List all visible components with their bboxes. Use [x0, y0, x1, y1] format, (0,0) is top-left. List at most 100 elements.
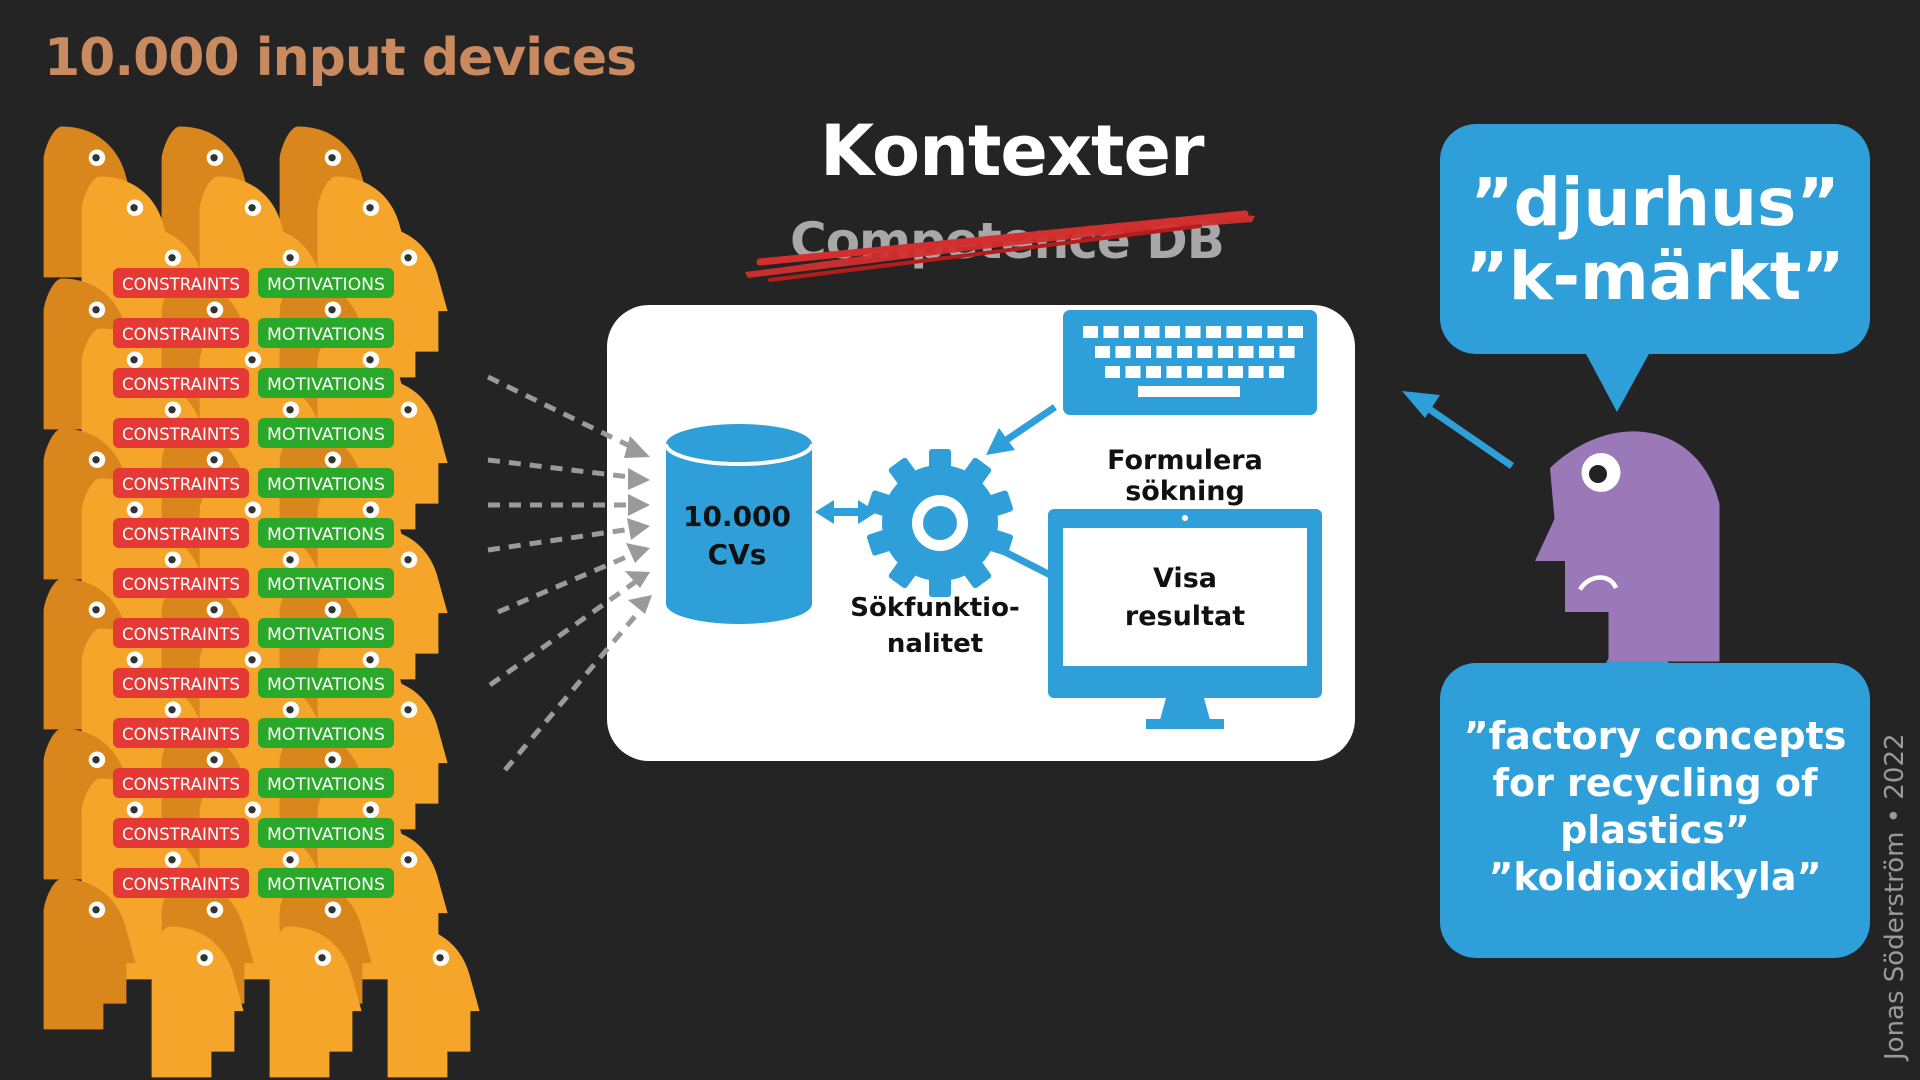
svg-text:CONSTRAINTS: CONSTRAINTS [122, 275, 240, 295]
person-head-icon [279, 578, 372, 730]
person-head-icon [317, 478, 410, 630]
person-head-icon [317, 328, 410, 480]
slide-title: 10.000 input devices [44, 28, 637, 88]
constraints-badge: CONSTRAINTS [113, 568, 249, 598]
svg-text:CONSTRAINTS: CONSTRAINTS [122, 875, 240, 895]
motivations-badge: MOTIVATIONS [258, 268, 394, 298]
show-results-label: Visa resultat [1110, 560, 1260, 636]
motivations-badge: MOTIVATIONS [258, 868, 394, 898]
svg-text:MOTIVATIONS: MOTIVATIONS [267, 475, 385, 495]
person-head-icon [119, 828, 212, 980]
person-head-icon [237, 226, 330, 378]
bubble-bottom-line1: ”factory concepts [1463, 714, 1847, 758]
svg-text:CONSTRAINTS: CONSTRAINTS [122, 425, 240, 445]
svg-text:MOTIVATIONS: MOTIVATIONS [267, 675, 385, 695]
motivations-badge: MOTIVATIONS [258, 718, 394, 748]
person-head-icon [43, 126, 136, 278]
person-head-icon [161, 728, 254, 880]
bubble-top-line1: ”djurhus” [1470, 164, 1840, 241]
person-head-icon [151, 926, 244, 1078]
person-head-icon [237, 528, 330, 680]
person-head-icon [119, 226, 212, 378]
svg-text:CONSTRAINTS: CONSTRAINTS [122, 325, 240, 345]
svg-text:CONSTRAINTS: CONSTRAINTS [122, 825, 240, 845]
motivations-badge: MOTIVATIONS [258, 668, 394, 698]
keyboard-to-gear-arrow [986, 404, 1057, 455]
search-function-line1: Sökfunktio- [850, 593, 1020, 623]
person-head-icon [43, 728, 136, 880]
search-function-label: Sökfunktio- nalitet [845, 590, 1025, 662]
speech-bubble-bottom: ”factory concepts for recycling of plast… [1440, 663, 1870, 958]
user-to-system-arrow [1402, 391, 1514, 469]
constraints-badge: CONSTRAINTS [113, 668, 249, 698]
motivations-badge: MOTIVATIONS [258, 318, 394, 348]
constraints-badge: CONSTRAINTS [113, 768, 249, 798]
svg-text:MOTIVATIONS: MOTIVATIONS [267, 425, 385, 445]
person-head-icon [317, 176, 410, 328]
svg-text:CONSTRAINTS: CONSTRAINTS [122, 775, 240, 795]
person-head-icon [161, 578, 254, 730]
person-head-icon [279, 428, 372, 580]
input-arrowheads [624, 436, 652, 614]
person-head-icon [279, 728, 372, 880]
constraints-badge: CONSTRAINTS [113, 868, 249, 898]
motivations-badge: MOTIVATIONS [258, 768, 394, 798]
db-search-double-arrow [815, 500, 877, 524]
person-head-icon [279, 278, 372, 430]
person-head-icon [119, 378, 212, 530]
motivations-badge: MOTIVATIONS [258, 368, 394, 398]
constraints-badge: CONSTRAINTS [113, 318, 249, 348]
input-arrows [486, 374, 644, 772]
database-label-line1: 10.000 [682, 500, 792, 533]
svg-text:MOTIVATIONS: MOTIVATIONS [267, 575, 385, 595]
top-bubble-tail [1585, 352, 1650, 412]
person-head-icon [1535, 431, 1720, 662]
motivations-badge: MOTIVATIONS [258, 518, 394, 548]
speech-bubble-top: ”djurhus” ”k-märkt” [1440, 124, 1870, 354]
constraints-badge: CONSTRAINTS [113, 268, 249, 298]
person-head-icon [355, 528, 448, 680]
person-head-icon [161, 126, 254, 278]
svg-text:CONSTRAINTS: CONSTRAINTS [122, 675, 240, 695]
svg-text:MOTIVATIONS: MOTIVATIONS [267, 625, 385, 645]
person-head-icon [43, 428, 136, 580]
person-head-icon [279, 126, 372, 278]
formulate-search-label: Formulera sökning [1107, 445, 1263, 507]
show-results-line2: resultat [1124, 601, 1246, 632]
person-head-icon [161, 878, 254, 1030]
bubble-bottom-line4: ”koldioxidkyla” [1488, 855, 1822, 899]
person-head-icon [119, 678, 212, 830]
search-function-line2: nalitet [886, 629, 984, 659]
svg-text:CONSTRAINTS: CONSTRAINTS [122, 475, 240, 495]
svg-text:CONSTRAINTS: CONSTRAINTS [122, 575, 240, 595]
svg-text:MOTIVATIONS: MOTIVATIONS [267, 875, 385, 895]
svg-text:MOTIVATIONS: MOTIVATIONS [267, 775, 385, 795]
person-head-icon [237, 678, 330, 830]
person-head-icon [43, 578, 136, 730]
person-head-icon [199, 778, 292, 930]
constraints-badge: CONSTRAINTS [113, 818, 249, 848]
person-head-icon [161, 278, 254, 430]
person-head-icon [355, 828, 448, 980]
database-label-line2: CVs [707, 538, 767, 571]
motivations-badge: MOTIVATIONS [258, 568, 394, 598]
person-head-icon [355, 226, 448, 378]
person-head-icon [279, 878, 372, 1030]
person-head-icon [199, 176, 292, 328]
constraints-badge: CONSTRAINTS [113, 718, 249, 748]
show-results-line1: Visa [1153, 563, 1217, 594]
svg-text:MOTIVATIONS: MOTIVATIONS [267, 525, 385, 545]
svg-text:MOTIVATIONS: MOTIVATIONS [267, 325, 385, 345]
person-head-icon [81, 778, 174, 930]
person-head-icon [355, 678, 448, 830]
person-head-icon [43, 878, 136, 1030]
person-head-icon [119, 528, 212, 680]
database-icon [664, 424, 814, 624]
contexts-heading: Kontexter [820, 110, 1204, 192]
svg-text:CONSTRAINTS: CONSTRAINTS [122, 625, 240, 645]
monitor-icon [1048, 509, 1322, 729]
database-label: 10.000 CVs [668, 498, 806, 574]
person-head-icon [387, 926, 480, 1078]
